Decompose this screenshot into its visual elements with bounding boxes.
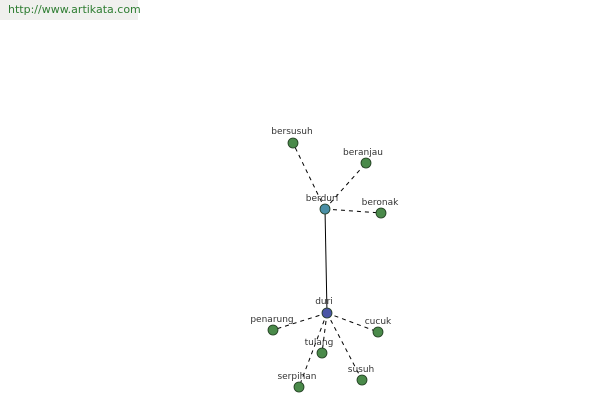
labels-layer: berduri duri bersusuh beranjau beronak penaru… bbox=[250, 127, 399, 382]
node-berduri[interactable] bbox=[319, 203, 331, 215]
edge-duri-penarung bbox=[272, 312, 328, 331]
node-label-penarung[interactable]: penarung bbox=[250, 315, 293, 325]
node-susuh[interactable] bbox=[356, 374, 368, 386]
node-label-serpihan[interactable]: serpihan bbox=[277, 372, 316, 382]
node-bersusuh[interactable] bbox=[287, 137, 299, 149]
node-tulang[interactable] bbox=[316, 347, 328, 359]
node-label-cucuk[interactable]: cucuk bbox=[365, 317, 392, 327]
edge-berduri-beranjau bbox=[324, 162, 367, 210]
node-penarung[interactable] bbox=[267, 324, 279, 336]
edge-berduri-duri bbox=[324, 208, 328, 314]
site-url-link[interactable]: http://www.artikata.com bbox=[0, 0, 141, 20]
node-label-tulang[interactable]: tulang bbox=[305, 338, 334, 348]
node-cucuk[interactable] bbox=[372, 326, 384, 338]
nodes-layer bbox=[267, 137, 387, 393]
edges-layer bbox=[272, 142, 382, 388]
node-duri[interactable] bbox=[321, 307, 333, 319]
node-label-duri[interactable]: duri bbox=[315, 297, 333, 307]
node-label-beranjau[interactable]: beranjau bbox=[343, 148, 383, 158]
edge-duri-serpihan bbox=[298, 312, 328, 388]
node-label-berduri[interactable]: berduri bbox=[306, 194, 338, 204]
node-label-beronak[interactable]: beronak bbox=[362, 198, 399, 208]
node-serpihan[interactable] bbox=[293, 381, 305, 393]
node-label-bersusuh[interactable]: bersusuh bbox=[271, 127, 312, 137]
edge-berduri-beronak bbox=[324, 208, 382, 214]
edge-duri-cucuk bbox=[326, 312, 379, 333]
node-beranjau[interactable] bbox=[360, 157, 372, 169]
edge-duri-tulang bbox=[321, 312, 328, 354]
node-label-susuh[interactable]: susuh bbox=[348, 365, 375, 375]
node-beronak[interactable] bbox=[375, 207, 387, 219]
